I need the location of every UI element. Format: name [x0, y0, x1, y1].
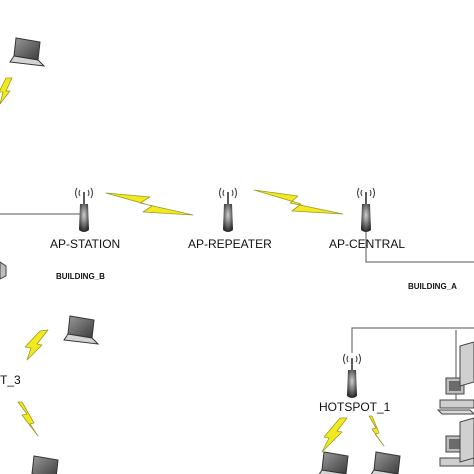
tower-computer-icon — [459, 417, 474, 463]
desktop-computer-icon — [439, 435, 474, 467]
building-b-label: BUILDING_B — [56, 272, 105, 281]
wireless-bolt-icon — [0, 77, 13, 105]
ap-central-label: AP-CENTRAL — [329, 237, 406, 251]
laptop-icon — [31, 455, 59, 474]
access-point-icon — [219, 187, 237, 232]
tower-computer-icon — [459, 341, 474, 387]
wireless-bolt-icon — [321, 417, 348, 453]
laptop-icon — [318, 451, 349, 474]
wireless-bolt-icon — [17, 401, 39, 437]
device-icon — [0, 261, 7, 280]
link-hotspot1-building — [351, 327, 474, 353]
access-point-icon — [75, 187, 93, 232]
desktop-computer-icon — [436, 377, 474, 415]
wireless-bolt-icon — [105, 192, 194, 216]
building-a-label: BUILDING_A — [408, 282, 457, 291]
access-point-icon — [343, 353, 361, 398]
wireless-bolt-icon — [24, 329, 49, 361]
hotspot-3-label: T_3 — [0, 373, 21, 387]
ap-station-label: AP-STATION — [50, 237, 121, 251]
access-point-icon — [357, 187, 375, 232]
laptop-icon — [370, 451, 401, 474]
laptop-icon — [63, 315, 100, 345]
wireless-bolt-icon — [253, 189, 344, 215]
ap-repeater-label: AP-REPEATER — [188, 237, 272, 251]
hotspot-1-label: HOTSPOT_1 — [319, 400, 391, 414]
laptop-icon — [9, 37, 46, 67]
wireless-bolt-icon — [368, 415, 385, 447]
